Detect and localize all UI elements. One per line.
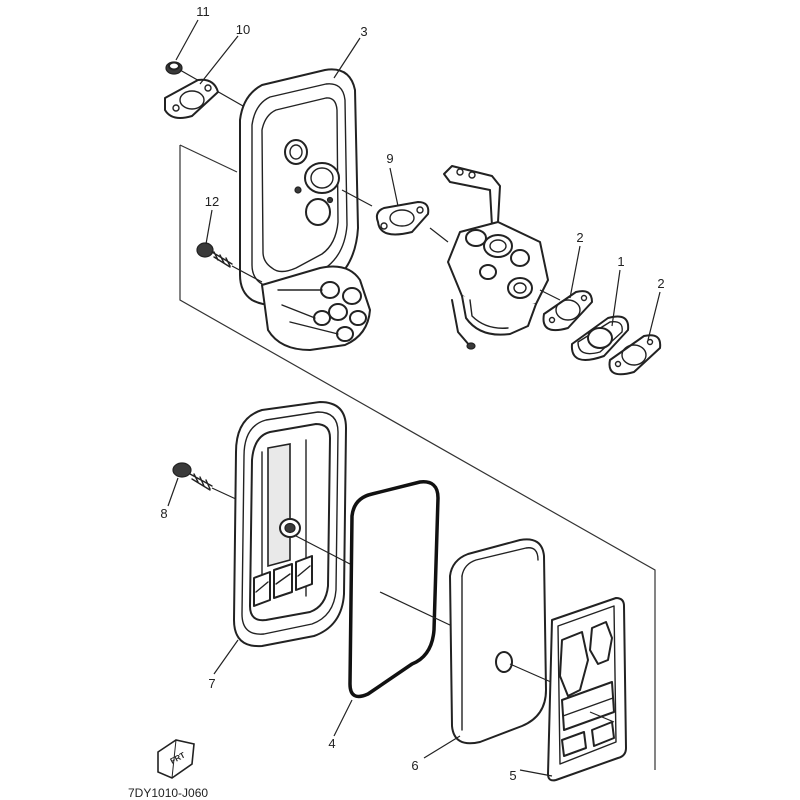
part-12-bolt — [196, 242, 263, 283]
part-8-screw — [172, 462, 239, 501]
callout-3: 3 — [360, 24, 367, 39]
carburetor-assembly — [443, 165, 561, 350]
callout-9: 9 — [386, 151, 393, 166]
part-2-gasket-left — [542, 290, 593, 332]
part-3-air-cleaner-case — [239, 68, 371, 351]
front-marker-icon: FRT — [157, 739, 195, 779]
callout-8: 8 — [160, 506, 167, 521]
part-10-gasket — [164, 78, 219, 119]
part-9-gasket — [341, 189, 449, 243]
part-7-air-cleaner-cover — [233, 401, 351, 648]
diagram-code: 7DY1010-J060 — [128, 786, 208, 800]
callout-1: 1 — [617, 254, 624, 269]
callout-6: 6 — [411, 758, 418, 773]
part-2-gasket-right — [608, 334, 662, 376]
part-6-element — [449, 538, 561, 745]
callout-12: 12 — [205, 194, 219, 209]
frame-lines — [179, 144, 656, 770]
part-1-insulator — [570, 315, 630, 361]
part-4-seal — [348, 480, 453, 699]
callout-2-left: 2 — [576, 230, 583, 245]
callout-numbers: 11 10 3 9 12 2 1 2 8 7 4 6 5 — [160, 4, 664, 783]
callout-2-right: 2 — [657, 276, 664, 291]
part-5-plate — [547, 597, 627, 782]
callout-4: 4 — [328, 736, 335, 751]
callout-7: 7 — [208, 676, 215, 691]
callout-5: 5 — [509, 768, 516, 783]
callout-leaders — [167, 19, 661, 777]
callout-11: 11 — [196, 4, 210, 19]
callout-10: 10 — [236, 22, 250, 37]
